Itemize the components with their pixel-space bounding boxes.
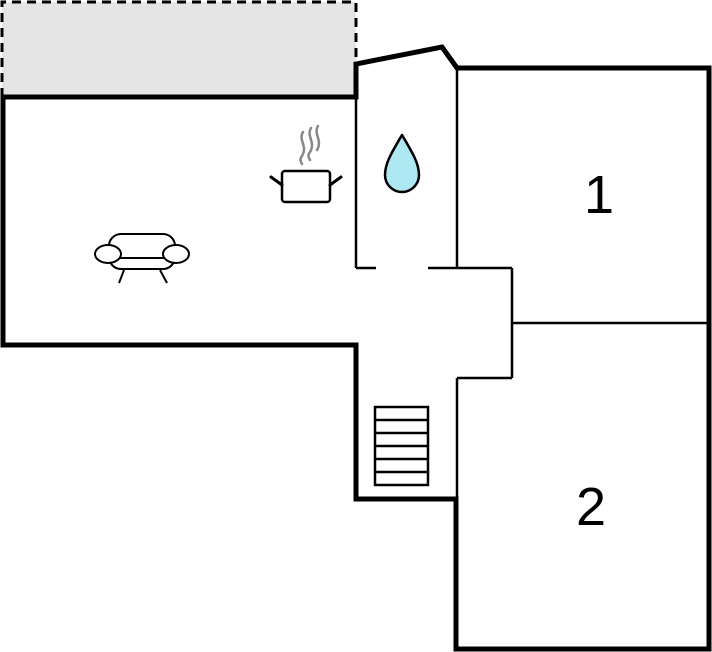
terrace bbox=[0, 0, 358, 97]
water-drop-icon bbox=[383, 133, 421, 194]
outer-walls bbox=[0, 44, 712, 652]
terrace-dashed-outline bbox=[0, 0, 358, 97]
sofa-icon bbox=[94, 233, 190, 284]
room-label-1: 1 bbox=[584, 165, 614, 225]
cooking-pot-icon bbox=[269, 124, 343, 204]
terrace-area bbox=[2, 2, 356, 97]
stairs-icon bbox=[373, 405, 430, 487]
room-label-2: 2 bbox=[576, 477, 606, 537]
interior-walls bbox=[354, 68, 709, 499]
